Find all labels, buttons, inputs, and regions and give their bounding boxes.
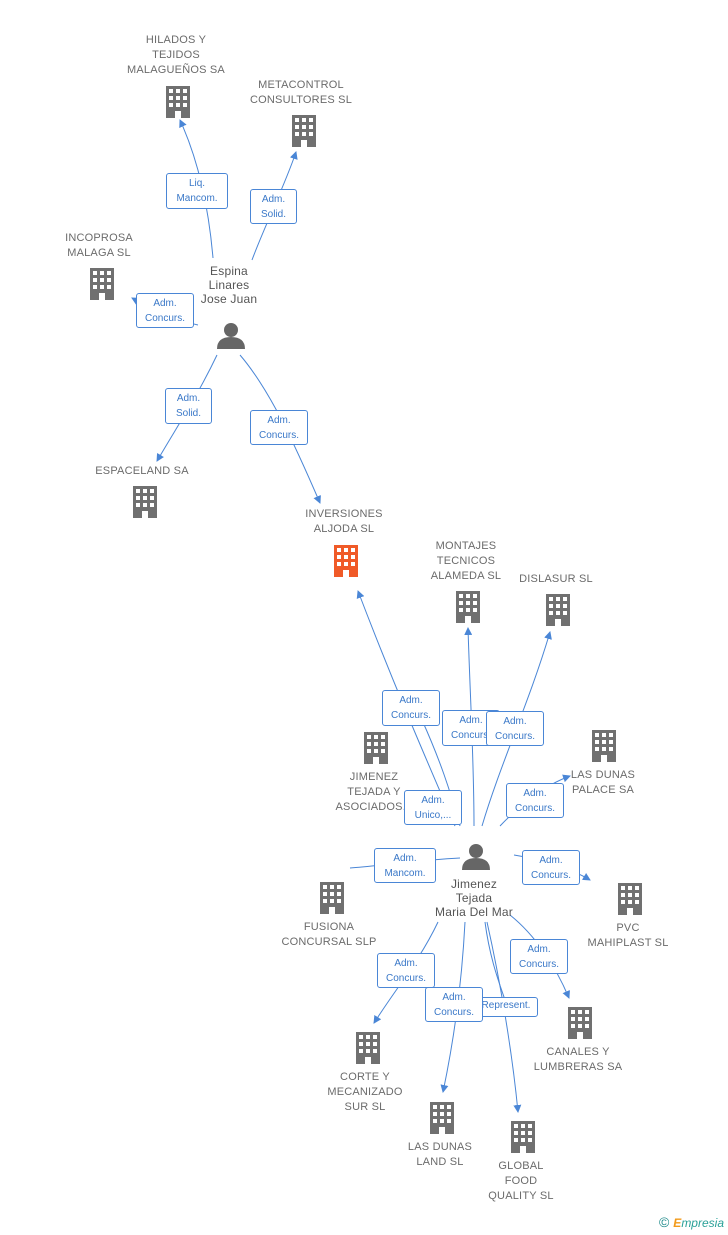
person-espina[interactable]: Espina Linares Jose Juan: [200, 264, 258, 306]
relation-adm-mancom[interactable]: Adm. Mancom.: [374, 848, 436, 883]
relation-adm-solid-meta[interactable]: Adm. Solid.: [250, 189, 297, 224]
footer-brand: ©Empresia: [659, 1214, 724, 1230]
copyright-icon: ©: [658, 1214, 670, 1230]
building-icon: [364, 732, 388, 764]
building-icon: [292, 115, 316, 147]
building-icon: [456, 591, 480, 623]
relation-adm-concurs-canales[interactable]: Adm. Concurs.: [510, 939, 568, 974]
company-espaceland[interactable]: ESPACELAND SA: [95, 465, 189, 477]
company-pvc[interactable]: PVC MAHIPLAST SL: [587, 922, 669, 949]
company-corte[interactable]: CORTE Y MECANIZADO SUR SL: [327, 1071, 403, 1113]
company-dislasur[interactable]: DISLASUR SL: [519, 573, 593, 585]
focus-building-icon: [334, 545, 358, 577]
person-icon: [217, 323, 245, 349]
company-lasdunas-palace[interactable]: LAS DUNAS PALACE SA: [570, 769, 636, 796]
building-icon: [568, 1007, 592, 1039]
relation-adm-unico[interactable]: Adm. Unico,...: [404, 790, 462, 825]
building-icon: [133, 486, 157, 518]
building-icon: [90, 268, 114, 300]
company-inversiones[interactable]: INVERSIONES ALJODA SL: [305, 508, 383, 535]
building-icon: [511, 1121, 535, 1153]
building-icon: [166, 86, 190, 118]
company-fusiona[interactable]: FUSIONA CONCURSAL SLP: [281, 921, 377, 948]
relation-liq-mancom[interactable]: Liq. Mancom.: [166, 173, 228, 209]
relation-adm-concurs-land[interactable]: Adm. Concurs.: [425, 987, 483, 1022]
company-canales[interactable]: CANALES Y LUMBRERAS SA: [533, 1046, 623, 1073]
company-lasdunas-land[interactable]: LAS DUNAS LAND SL: [407, 1141, 473, 1168]
person-icon: [462, 844, 490, 870]
relation-adm-concurs-palace[interactable]: Adm. Concurs.: [506, 783, 564, 818]
brand-logo-text: mpresia: [681, 1216, 724, 1230]
brand-logo-e: E: [673, 1216, 682, 1230]
company-metacontrol[interactable]: METACONTROL CONSULTORES SL: [249, 79, 353, 106]
relation-adm-concurs-inversiones[interactable]: Adm. Concurs.: [250, 410, 308, 445]
relation-adm-concurs-inversiones-2[interactable]: Adm. Concurs.: [382, 690, 440, 726]
building-icon: [430, 1102, 454, 1134]
company-incoprosa[interactable]: INCOPROSA MALAGA SL: [65, 232, 133, 259]
company-globalfood[interactable]: GLOBAL FOOD QUALITY SL: [488, 1160, 554, 1202]
building-icon: [618, 883, 642, 915]
relation-adm-solid-espaceland[interactable]: Adm. Solid.: [165, 388, 212, 424]
company-hilados[interactable]: HILADOS Y TEJIDOS MALAGUEÑOS SA: [127, 34, 225, 76]
relation-adm-concurs-pvc[interactable]: Adm. Concurs.: [522, 850, 580, 885]
person-jimenez[interactable]: Jimenez Tejada Maria Del Mar: [435, 877, 513, 919]
building-icon: [546, 594, 570, 626]
company-jimenez-asociados[interactable]: JIMENEZ TEJADA Y ASOCIADOS...: [335, 771, 413, 813]
company-montajes[interactable]: MONTAJES TECNICOS ALAMEDA SL: [430, 540, 502, 582]
relation-adm-concurs-corte[interactable]: Adm. Concurs.: [377, 953, 435, 988]
building-icon: [592, 730, 616, 762]
building-icon: [320, 882, 344, 914]
edge-jimenez-represent: [484, 921, 506, 1001]
relation-adm-concurs-dislasur[interactable]: Adm. Concurs.: [486, 711, 544, 746]
building-icon: [356, 1032, 380, 1064]
relation-adm-concurs-incoprosa[interactable]: Adm. Concurs.: [136, 293, 194, 328]
